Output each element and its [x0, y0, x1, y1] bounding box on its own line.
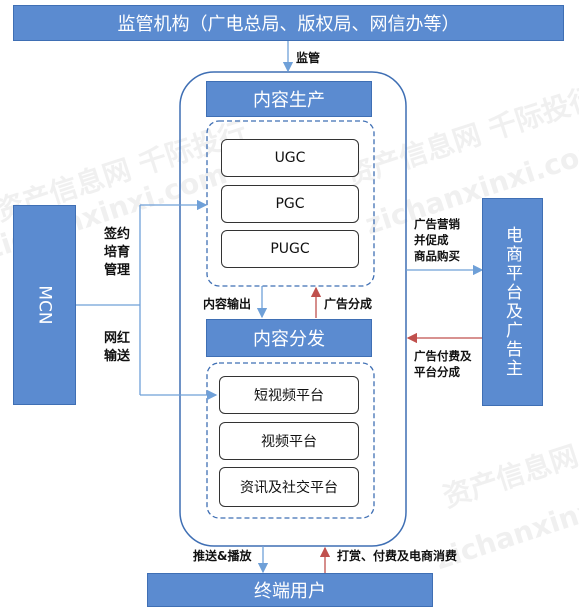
push-label: 推送&播放 [193, 549, 252, 563]
content-output-label: 内容输出 [203, 297, 252, 311]
production-item-label: PGC [275, 196, 305, 212]
supervise-label: 监管 [296, 51, 321, 65]
production-item-label: UGC [274, 150, 306, 166]
ad-share-label: 广告分成 [324, 297, 373, 311]
production-label: 内容生产 [253, 90, 325, 111]
end-user-label: 终端用户 [254, 581, 326, 602]
distribution-item-news-social: 资讯及社交平台 [219, 467, 359, 507]
mcn-label: MCN [34, 285, 55, 325]
distribution-box: 内容分发 [206, 319, 372, 357]
production-item-label: PUGC [270, 241, 310, 257]
distribution-item-short-video: 短视频平台 [219, 376, 359, 414]
production-item-ugc: UGC [221, 139, 359, 177]
consumption-label: 打赏、付费及电商消费 [337, 549, 458, 563]
sign-label: 签约 培育 管理 [104, 227, 131, 278]
distribution-item-label: 资讯及社交平台 [240, 480, 338, 496]
marketing-label: 广告营销 并促成 商品购买 [414, 217, 460, 263]
regulator-box: 监管机构（广电总局、版权局、网信办等） [13, 5, 564, 41]
production-item-pgc: PGC [221, 185, 359, 223]
ad-payment-label: 广告付费及 平台分成 [414, 349, 472, 379]
ecommerce-box: 电商平台及广告主 [482, 198, 543, 406]
regulator-label: 监管机构（广电总局、版权局、网信办等） [117, 14, 460, 35]
distribution-item-video: 视频平台 [219, 422, 359, 460]
distribution-group-outline [206, 362, 375, 519]
distribution-label: 内容分发 [253, 329, 325, 350]
distribution-item-label: 短视频平台 [254, 388, 324, 404]
ecommerce-label: 电商平台及广告主 [502, 226, 522, 378]
production-box: 内容生产 [206, 81, 372, 117]
end-user-box: 终端用户 [147, 573, 433, 607]
mcn-box: MCN [13, 205, 76, 405]
distribution-item-label: 视频平台 [261, 434, 317, 450]
influencer-label: 网红 输送 [104, 331, 131, 364]
production-item-pugc: PUGC [221, 230, 359, 268]
